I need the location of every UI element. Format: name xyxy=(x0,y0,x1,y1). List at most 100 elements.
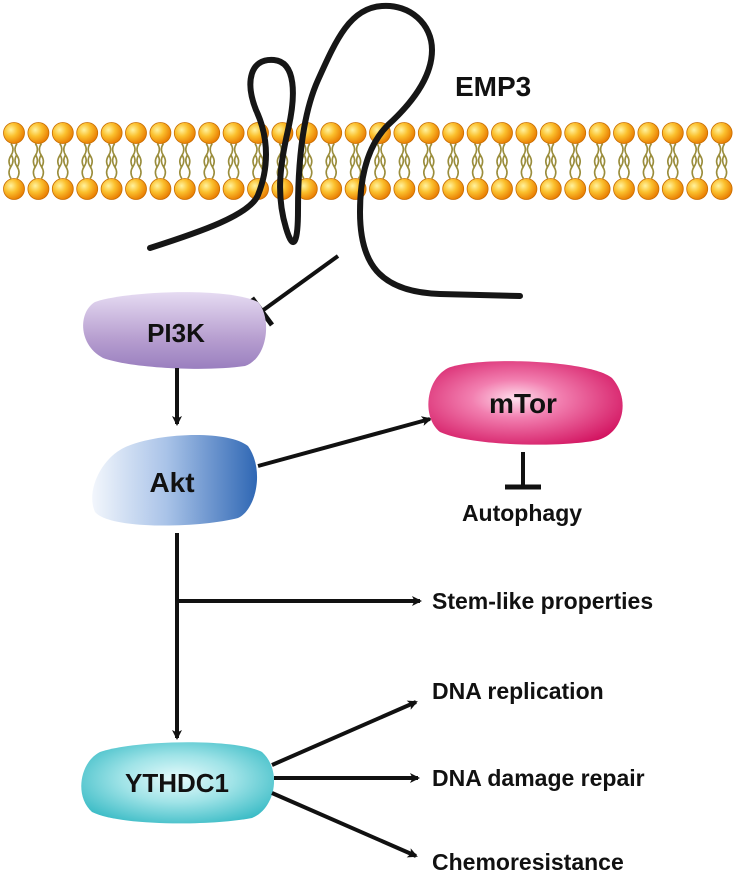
lipid-head xyxy=(100,178,123,200)
lipid-tail xyxy=(32,143,39,179)
lipid-tail xyxy=(179,143,185,179)
lipid-tail xyxy=(545,143,551,179)
lipid-tail xyxy=(691,143,697,179)
lipid-tail xyxy=(252,143,258,179)
lipid-head xyxy=(51,178,74,200)
lipid-head xyxy=(637,178,660,200)
lipid-tail xyxy=(380,143,386,179)
lipid-tail xyxy=(447,143,453,179)
lipid-tail xyxy=(673,143,679,179)
lipid-head xyxy=(491,122,513,144)
lipid-head xyxy=(222,122,245,144)
lipid-tail xyxy=(130,143,136,179)
lipid-tail xyxy=(471,143,478,179)
lipid-head xyxy=(491,178,513,200)
lipid-head xyxy=(393,178,416,200)
lipid-head xyxy=(466,178,489,200)
lipid-head xyxy=(198,122,221,144)
lipid-tail xyxy=(57,143,63,179)
lipid-head xyxy=(125,178,147,200)
akt-to-mtor-arrow xyxy=(257,416,432,468)
lipid-tail xyxy=(618,143,624,179)
lipid-tail xyxy=(648,143,655,179)
lipid-head xyxy=(173,122,196,144)
lipid-head xyxy=(51,122,74,144)
lipid-tail xyxy=(715,143,722,179)
lipid-tail xyxy=(233,143,240,179)
lipid-tail xyxy=(8,143,14,179)
lipid-tail xyxy=(87,143,93,179)
lipid-tail xyxy=(349,143,356,179)
lipid-head xyxy=(3,178,25,200)
lipid-tail xyxy=(721,143,728,179)
lipid-tail xyxy=(355,143,362,179)
lipid-tail xyxy=(593,143,600,179)
membrane-outer-leaflet xyxy=(3,122,733,144)
lipid-head xyxy=(637,122,660,144)
lipid-tail xyxy=(520,143,527,179)
lipid-head xyxy=(320,178,343,200)
lipid-head xyxy=(442,122,465,144)
lipid-head xyxy=(613,178,635,200)
chemoresistance-label: Chemoresistance xyxy=(432,849,624,874)
lipid-tail xyxy=(398,143,405,179)
ythdc1-to-dna-replication-arrow xyxy=(271,700,418,767)
emp3-label: EMP3 xyxy=(455,71,531,102)
lipid-tail xyxy=(105,143,112,179)
pi3k-label: PI3K xyxy=(147,318,205,348)
lipid-head xyxy=(173,178,196,200)
lipid-tail xyxy=(227,143,234,179)
lipid-tail xyxy=(325,143,331,179)
lipid-head xyxy=(564,122,587,144)
lipid-tail xyxy=(331,143,337,179)
lipid-head xyxy=(76,178,99,200)
membrane-inner-leaflet xyxy=(3,178,733,200)
lipid-head xyxy=(564,178,587,200)
ythdc1-label: YTHDC1 xyxy=(125,768,229,798)
akt-label: Akt xyxy=(149,467,194,498)
lipid-tail xyxy=(81,143,87,179)
lipid-head xyxy=(417,178,440,200)
membrane-lipid-tails xyxy=(8,143,728,179)
lipid-tail xyxy=(502,143,508,179)
lipid-tail xyxy=(569,143,575,179)
lipid-tail xyxy=(599,143,606,179)
lipid-head xyxy=(149,178,172,200)
lipid-head xyxy=(515,122,538,144)
akt-node xyxy=(92,434,258,526)
lipid-tail xyxy=(642,143,649,179)
lipid-tail xyxy=(667,143,673,179)
lipid-tail xyxy=(307,143,313,179)
lipid-tail xyxy=(477,143,484,179)
lipid-head xyxy=(539,178,562,200)
ythdc1-node xyxy=(81,742,275,824)
lipid-tail xyxy=(551,143,557,179)
lipid-head xyxy=(710,122,733,144)
lipid-tail xyxy=(203,143,209,179)
lipid-head xyxy=(686,122,709,144)
lipid-head xyxy=(466,122,489,144)
lipid-tail xyxy=(63,143,69,179)
lipid-tail xyxy=(423,143,429,179)
mtor-label: mTor xyxy=(489,388,557,419)
lipid-head xyxy=(198,178,221,200)
lipid-head xyxy=(27,122,50,144)
lipid-tail xyxy=(374,143,380,179)
lipid-head xyxy=(442,178,465,200)
lipid-tail xyxy=(14,143,20,179)
lipid-tail xyxy=(624,143,630,179)
lipid-tail xyxy=(453,143,459,179)
lipid-tail xyxy=(496,143,502,179)
pi3k-node xyxy=(83,292,267,369)
lipid-head xyxy=(686,178,709,200)
lipid-head xyxy=(588,178,611,200)
lipid-head xyxy=(320,122,343,144)
stem-like-label: Stem-like properties xyxy=(432,588,653,614)
lipid-head xyxy=(149,122,172,144)
autophagy-label: Autophagy xyxy=(462,500,582,526)
lipid-head xyxy=(393,122,416,144)
lipid-tail xyxy=(111,143,118,179)
mtor-node xyxy=(428,361,623,445)
